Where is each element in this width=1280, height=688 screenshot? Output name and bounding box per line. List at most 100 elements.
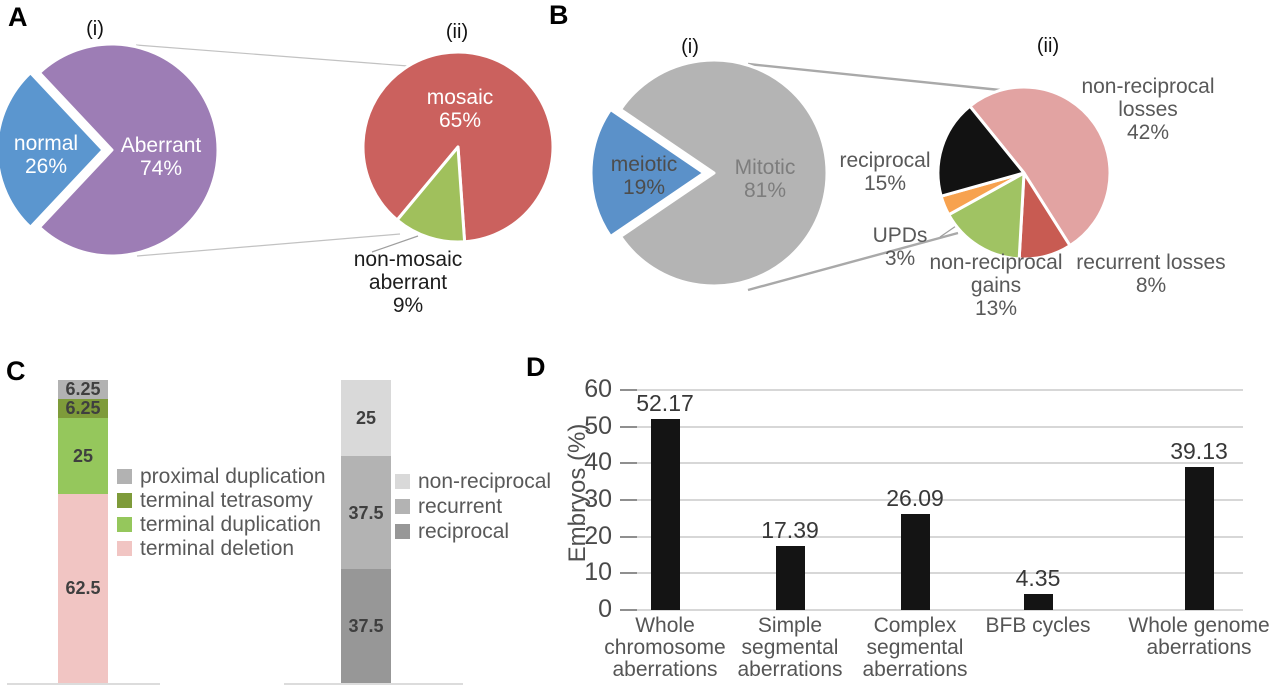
gridline xyxy=(637,499,1243,501)
slice-pct-text: 15% xyxy=(863,172,907,195)
stacked-bar-axis-line xyxy=(7,683,160,685)
bar-simple-segmental-aberrations xyxy=(775,546,805,610)
x-category-label: Simple segmental aberrations xyxy=(737,614,843,681)
bar-whole-chromosome-aberrations xyxy=(650,418,680,610)
connector-line xyxy=(747,62,1001,92)
legend-swatch xyxy=(117,540,132,556)
y-axis-tick xyxy=(620,389,637,391)
stacked-bar-axis-line xyxy=(284,683,463,685)
slice-pct-text: 65% xyxy=(438,109,482,132)
bar-value-label: 17.39 xyxy=(761,517,819,544)
gridline xyxy=(637,389,1243,391)
legend-swatch xyxy=(117,492,132,508)
slice-pct-text: 74% xyxy=(139,157,183,180)
panel-label-a: A xyxy=(8,2,28,32)
segment-value: 37.5 xyxy=(348,616,384,637)
y-axis-tick xyxy=(620,572,637,575)
legend-item: recurrent xyxy=(395,494,551,519)
legend-item: non-reciprocal xyxy=(395,469,551,494)
panel-a-subtitle-ii: (ii) xyxy=(445,21,469,43)
gridline xyxy=(637,609,1243,611)
slice-pct-text: 8% xyxy=(1135,274,1167,297)
bar-segment-terminal-tetrasomy: 6.25 xyxy=(58,398,108,419)
bar-segment-recurrent: 37.5 xyxy=(341,455,391,570)
legend-swatch xyxy=(117,516,132,532)
slice-name-text: UPDs xyxy=(872,224,928,247)
y-axis-tick xyxy=(620,425,637,428)
y-axis-tick xyxy=(620,499,637,501)
pie-slice-label-recurrent-losses: recurrent losses 8% xyxy=(1062,251,1240,297)
legend-label: terminal tetrasomy xyxy=(140,488,313,512)
slice-name-text: Mitotic xyxy=(734,156,796,179)
y-tick-label: 30 xyxy=(584,485,612,513)
slice-pct-text: 9% xyxy=(392,294,424,317)
slice-pct-text: 3% xyxy=(884,247,916,270)
pie-slice-non-reciprocal-gains xyxy=(947,171,1026,261)
bar-value-label: 52.17 xyxy=(636,389,694,416)
bar-value-label: 4.35 xyxy=(1015,565,1061,592)
legend-item: terminal duplication xyxy=(117,512,326,536)
slice-name-text: recurrent losses xyxy=(1076,251,1226,274)
panel-a-subtitle-i: (i) xyxy=(86,18,104,40)
bar-segment-non-reciprocal: 25 xyxy=(341,380,391,456)
legend-swatch xyxy=(395,474,410,489)
segment-value: 37.5 xyxy=(348,502,384,523)
panel-label-b: B xyxy=(549,0,569,30)
y-tick-label: 50 xyxy=(584,411,612,440)
legend-label: terminal deletion xyxy=(140,536,295,560)
legend-label: proximal duplication xyxy=(140,464,326,488)
pie-slice-label-meiotic: meiotic 19% xyxy=(584,153,704,199)
pie-slice-label-aberrant: Aberrant 74% xyxy=(100,134,222,180)
gridline xyxy=(637,535,1243,538)
legend-item: terminal deletion xyxy=(117,536,326,560)
bar-whole-genome-aberrations xyxy=(1184,466,1214,610)
slice-name-text: reciprocal xyxy=(839,149,931,172)
bar-value-label: 39.13 xyxy=(1170,437,1228,464)
segment-value: 25 xyxy=(72,445,94,466)
panel-b-subtitle-i: (i) xyxy=(681,36,699,58)
pie-slice-label-upds: UPDs 3% xyxy=(846,224,954,270)
legend-label: terminal duplication xyxy=(140,512,321,536)
pie-slice-label-normal: normal 26% xyxy=(2,132,90,178)
legend-label: recurrent xyxy=(418,495,503,518)
slice-pct-text: 42% xyxy=(1126,121,1170,144)
pie-slice-label-non-mosaic-aberrant: non-mosaic aberrant 9% xyxy=(338,248,478,317)
segment-value: 25 xyxy=(355,407,377,428)
legend-right-stacked-bar: non-reciprocal recurrent reciprocal xyxy=(395,469,551,544)
pie-slice-mosaic xyxy=(361,50,555,244)
legend-label: reciprocal xyxy=(418,520,510,543)
segment-value: 6.25 xyxy=(65,398,101,419)
panel-label-c: C xyxy=(6,356,26,386)
y-tick-label: 10 xyxy=(584,558,612,587)
stacked-bar: 25 37.5 37.5 xyxy=(341,380,391,683)
y-tick-label: 60 xyxy=(584,375,612,403)
legend-item: proximal duplication xyxy=(117,464,326,488)
gridline xyxy=(637,425,1243,428)
connector-line xyxy=(135,44,409,67)
slice-pct-text: 13% xyxy=(974,297,1018,320)
x-category-label: Whole chromosome aberrations xyxy=(604,614,726,681)
bar-segment-terminal-duplication: 25 xyxy=(58,417,108,494)
x-category-label: Whole genome aberrations xyxy=(1128,614,1270,659)
legend-item: reciprocal xyxy=(395,519,551,544)
slice-name-text: mosaic xyxy=(426,86,494,109)
pie-slice-label-non-reciprocal-losses: non-reciprocal losses 42% xyxy=(1064,75,1232,144)
segment-value: 6.25 xyxy=(65,379,101,400)
y-tick-label: 20 xyxy=(584,521,612,550)
y-axis-tick xyxy=(620,462,637,465)
bar-bfb-cycles xyxy=(1023,594,1053,610)
pie-slice-recurrent-losses xyxy=(1017,171,1072,261)
y-tick-label: 0 xyxy=(598,595,612,623)
pie-slice-label-non-reciprocal-gains: non-reciprocal gains 13% xyxy=(914,251,1078,320)
legend-swatch xyxy=(117,468,132,484)
slice-pct-text: 19% xyxy=(622,176,666,199)
slice-name-text: non-mosaic aberrant xyxy=(353,248,463,294)
bar-segment-terminal-deletion: 62.5 xyxy=(58,493,108,683)
slice-pct-text: 81% xyxy=(743,179,787,202)
legend-swatch xyxy=(395,499,410,514)
y-tick-label: 40 xyxy=(584,448,612,477)
slice-name-text: normal xyxy=(13,132,79,155)
panel-label-d: D xyxy=(526,352,546,382)
slice-name-text: Aberrant xyxy=(120,134,202,157)
